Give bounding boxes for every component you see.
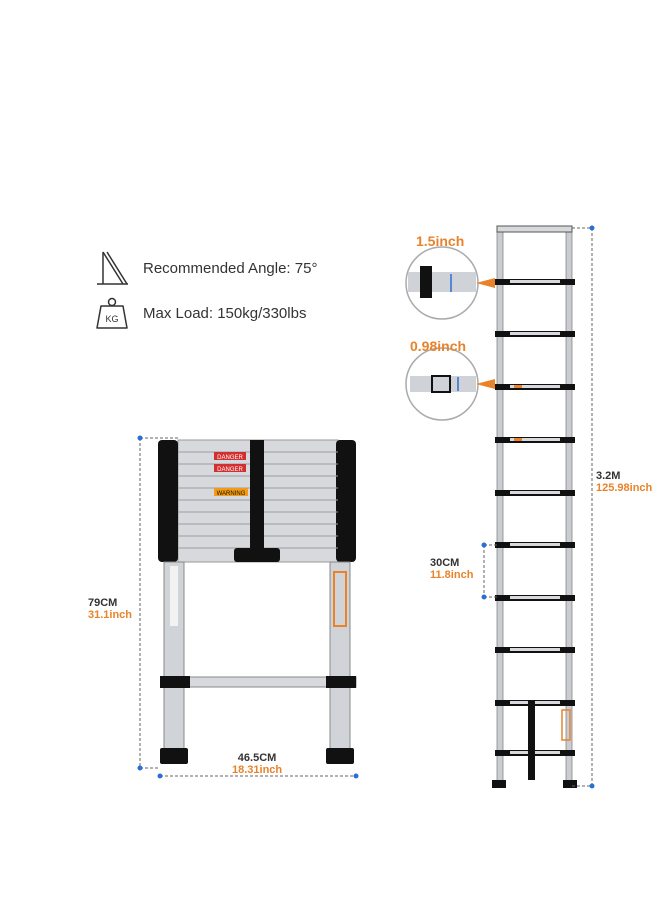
- danger-sticker-2: DANGER: [217, 467, 243, 473]
- open-ladder-rungs: [495, 225, 575, 756]
- open-height-dimension: 3.2M 125.98inch: [596, 470, 652, 494]
- open-height-in: 125.98inch: [596, 482, 653, 494]
- closed-height-in: 31.1inch: [88, 609, 133, 621]
- warning-sticker: WARNING: [217, 491, 246, 497]
- closed-height-cm: 79CM: [88, 597, 118, 609]
- callout-top-label: 1.5inch: [416, 233, 465, 249]
- rung-spacing-in: 11.8inch: [430, 569, 474, 581]
- spec-angle: Recommended Angle: 75°: [95, 250, 317, 286]
- callout-bottom-label: 0.98inch: [410, 338, 467, 354]
- kg-weight-icon: KG: [96, 297, 128, 329]
- ladder-angle-icon: [97, 251, 128, 285]
- closed-width-dimension: 46.5CM 18.31inch: [232, 752, 282, 776]
- callout-top-bubble: [405, 246, 495, 320]
- open-ladder: [405, 225, 595, 789]
- spec-load: KG Max Load: 150kg/330lbs: [95, 296, 306, 330]
- rung-spacing-dimension: 30CM 11.8inch: [430, 557, 473, 581]
- load-label: Max Load: 150kg/330lbs: [143, 304, 307, 322]
- closed-width-cm: 46.5CM: [237, 752, 277, 764]
- angle-label: Recommended Angle: 75°: [143, 259, 318, 277]
- closed-height-dimension: 79CM 31.1inch: [88, 597, 132, 621]
- closed-ladder: DANGER DANGER WARNING: [137, 435, 359, 779]
- danger-sticker-1: DANGER: [217, 455, 243, 461]
- open-height-m: 3.2M: [596, 470, 621, 482]
- rung-spacing-cm: 30CM: [430, 557, 460, 569]
- callout-bottom-bubble: [405, 347, 495, 421]
- closed-width-in: 18.31inch: [232, 764, 283, 776]
- kg-icon-text: KG: [105, 314, 118, 324]
